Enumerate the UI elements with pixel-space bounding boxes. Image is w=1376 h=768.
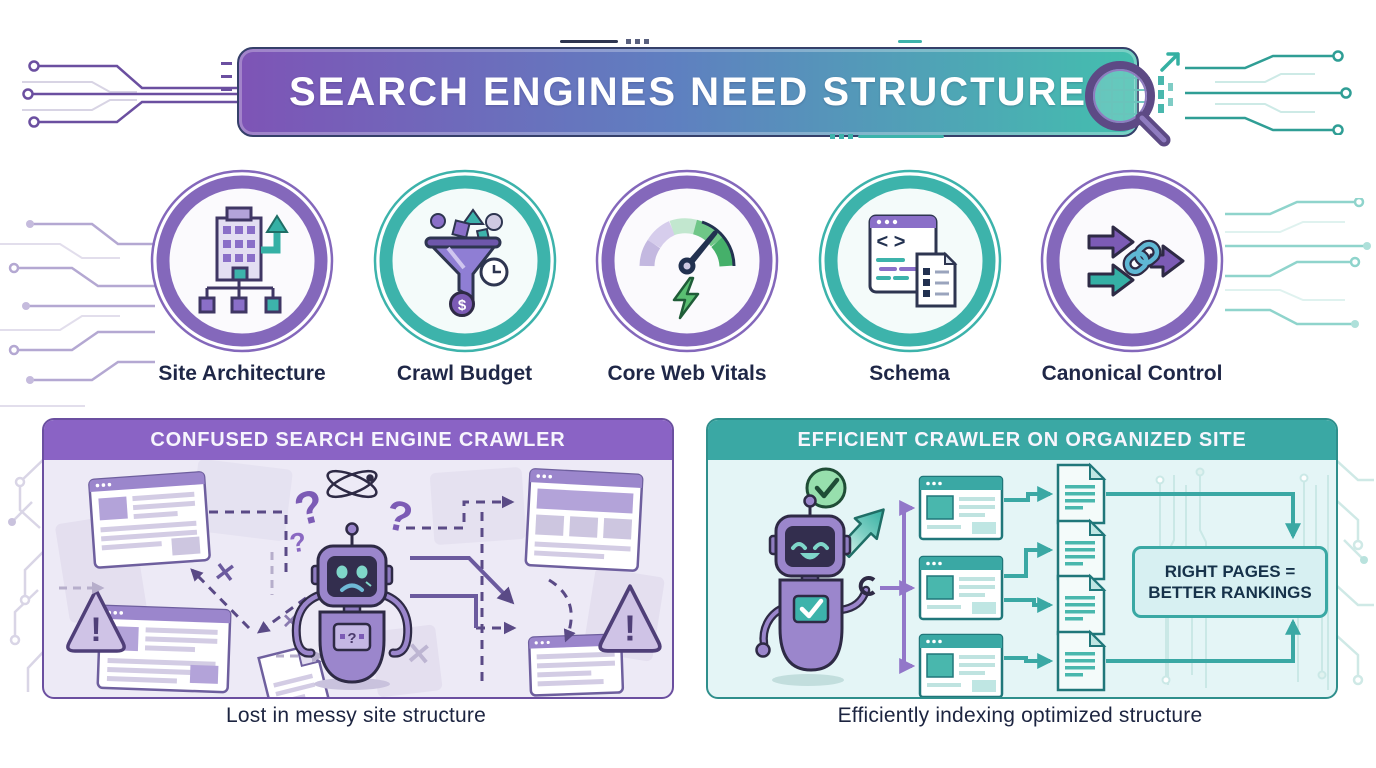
warning-triangle-icon: ! [66, 588, 126, 653]
efficient-crawler-panel: EFFICIENT CRAWLER ON ORGANIZED SITE [706, 418, 1338, 699]
speedometer-icon [595, 169, 779, 353]
index-connectors [1004, 486, 1301, 669]
right-panel-body: RIGHT PAGES = BETTER RANKINGS [708, 460, 1336, 697]
left-panel-body: ! ! [44, 460, 672, 697]
banner-dash-bottom [830, 134, 944, 139]
gauge-needle-glyph [678, 230, 718, 275]
dollar-coin-glyph: $ [448, 291, 475, 317]
svg-text:< >: < > [876, 231, 905, 253]
merge-arrows-glyph [1087, 225, 1185, 297]
confused-robot: ? [291, 522, 413, 690]
feature-label: Core Web Vitals [607, 362, 767, 385]
svg-text:!: ! [624, 607, 636, 648]
page-title: SEARCH ENGINES NEED STRUCTURE [288, 69, 1088, 114]
confused-crawler-panel: CONFUSED SEARCH ENGINE CRAWLER [42, 418, 674, 699]
magnifier-icon [1085, 52, 1180, 147]
faint-dashed-arrows [59, 552, 325, 663]
circuit-decoration-right-header [1185, 50, 1352, 135]
circuit-decoration-left-panel [8, 457, 45, 692]
clock-glyph [479, 257, 508, 287]
circuit-decoration-left-header [22, 60, 237, 128]
feature-core-web-vitals: Core Web Vitals [592, 166, 782, 386]
feature-label: Canonical Control [1041, 362, 1223, 385]
cross-mark: ✕ [212, 556, 238, 589]
site-card [918, 633, 1004, 697]
chain-link-glyph [1122, 239, 1162, 277]
feature-label: Site Architecture [158, 362, 326, 385]
circuit-decoration-left-icons [0, 220, 155, 407]
svg-text:?: ? [347, 630, 356, 647]
lightning-bolt-glyph [672, 276, 700, 320]
document-checklist-glyph [915, 251, 957, 308]
svg-text:$: $ [457, 297, 466, 314]
wireframe-window [524, 468, 644, 572]
up-arrow-glyph [261, 214, 289, 254]
building-glyph [198, 206, 282, 314]
feature-crawl-budget: $ Crawl Budget [370, 166, 560, 386]
svg-text:!: ! [90, 611, 101, 649]
feature-row: Site Architecture [147, 166, 1227, 386]
indexed-document [1056, 573, 1107, 636]
building-sitemap-icon [150, 169, 334, 353]
feature-site-architecture: Site Architecture [147, 166, 337, 386]
efficient-crawler-illustration [755, 462, 1329, 697]
chaotic-dashed-arrows [190, 495, 576, 682]
banner-dash-top [560, 39, 922, 44]
confused-crawler-illustration: ! ! [55, 460, 665, 697]
wireframe-window [96, 604, 232, 694]
falling-shapes-glyph [429, 208, 503, 243]
indexed-document [1056, 629, 1107, 692]
link-merge-icon [1040, 169, 1224, 353]
left-panel-caption: Lost in messy site structure [225, 704, 487, 727]
branch-connectors [880, 500, 916, 674]
feature-label: Schema [869, 362, 950, 385]
title-banner: SEARCH ENGINES NEED STRUCTURE [237, 47, 1139, 137]
wireframe-window [88, 471, 211, 569]
right-panel-header: EFFICIENT CRAWLER ON ORGANIZED SITE [708, 420, 1336, 460]
gauge-glyph [639, 218, 736, 267]
happy-robot [755, 467, 885, 686]
solid-arrows [410, 556, 515, 628]
feature-label: Crawl Budget [396, 362, 533, 385]
code-window-icon: < > [818, 169, 1001, 353]
result-box: RIGHT PAGES = BETTER RANKINGS [1132, 546, 1328, 618]
question-mark: ? [287, 526, 308, 558]
circuit-decoration-right-panel [1336, 459, 1374, 686]
site-card [918, 555, 1004, 621]
banner-edge-ticks [221, 62, 232, 91]
right-panel-caption: Efficiently indexing optimized structure [837, 704, 1203, 727]
indexed-document [1056, 518, 1107, 581]
circuit-decoration-right-icons [1225, 198, 1371, 328]
confusion-scribble [326, 469, 378, 499]
question-mark: ? [382, 490, 417, 541]
warning-triangle-icon: ! [598, 584, 662, 653]
funnel-icon: $ [373, 169, 556, 353]
feature-canonical-control: Canonical Control [1037, 166, 1227, 386]
site-card [918, 475, 1004, 541]
indexed-document [1056, 462, 1107, 525]
left-panel-header: CONFUSED SEARCH ENGINE CRAWLER [44, 420, 672, 460]
feature-schema: < > Sch [815, 166, 1005, 386]
